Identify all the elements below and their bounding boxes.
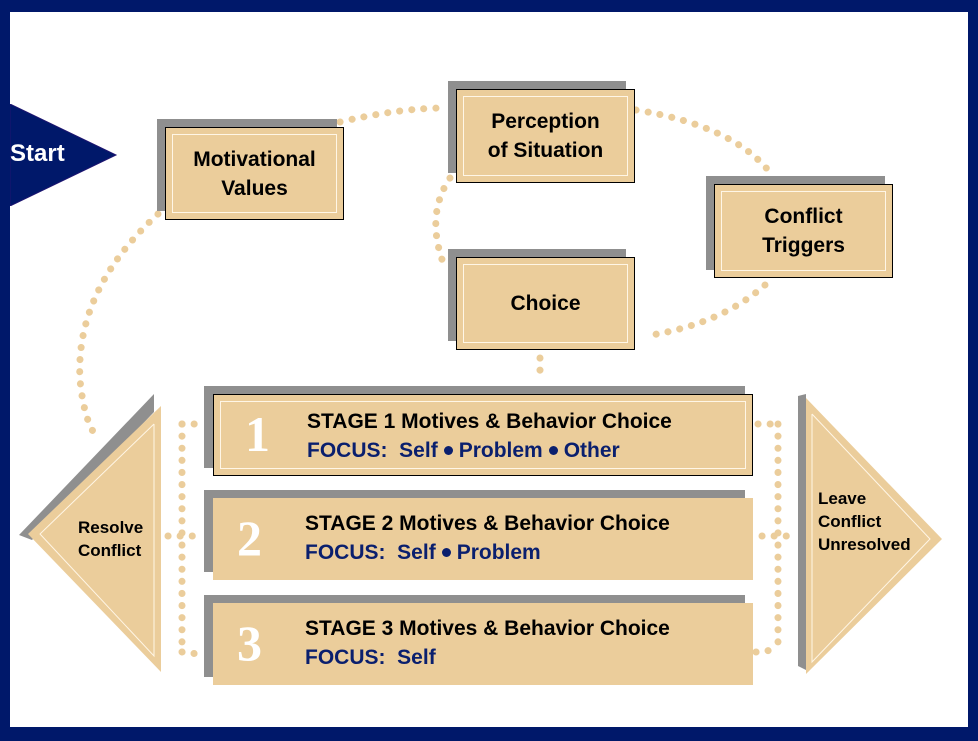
focus-label: FOCUS:	[305, 646, 386, 669]
node-label-line2: Values	[221, 176, 288, 200]
label-line2: Conflict	[78, 541, 142, 560]
focus-item: Problem	[456, 541, 541, 564]
stage-title: STAGE 3 Motives & Behavior Choice	[305, 617, 670, 640]
stage-focus: FOCUS: Self	[305, 646, 436, 670]
label-line1: Resolve	[78, 518, 144, 537]
connector-motivational-to-resolve	[76, 210, 162, 440]
node-choice: Choice	[456, 257, 635, 350]
connector-triggers-to-choice	[641, 281, 769, 340]
leave-conflict-unresolved-label: Leave Conflict Unresolved	[818, 487, 911, 556]
node-label-line1: Perception	[491, 110, 600, 133]
focus-item: Self	[397, 646, 436, 669]
bullet-icon	[548, 445, 558, 455]
focus-item: Self	[397, 541, 436, 564]
stage-number: 2	[237, 509, 262, 566]
stage-1-box: 1 STAGE 1 Motives & Behavior Choice FOCU…	[213, 394, 753, 476]
stage-focus: FOCUS: Self Problem Other	[307, 439, 620, 463]
label-line3: Unresolved	[818, 535, 911, 554]
focus-label: FOCUS:	[307, 439, 388, 462]
stage-number: 3	[237, 614, 262, 671]
leave-conflict-arrow-icon	[798, 394, 942, 674]
node-label-line2: Triggers	[762, 234, 845, 257]
node-label-line2: of Situation	[487, 139, 604, 162]
bullet-icon	[441, 547, 451, 557]
node-label: Choice	[463, 264, 628, 343]
stage-number: 1	[245, 405, 270, 462]
label-line1: Leave	[818, 489, 867, 508]
connector-perception-to-choice	[432, 174, 454, 269]
bullet-icon	[443, 445, 453, 455]
connector-perception-to-triggers	[632, 106, 772, 174]
label-line2: Conflict	[818, 512, 882, 531]
focus-label: FOCUS:	[305, 541, 386, 564]
start-arrow-icon	[10, 104, 118, 206]
stage-2-box: 2 STAGE 2 Motives & Behavior Choice FOCU…	[213, 498, 753, 580]
stage-3-box: 3 STAGE 3 Motives & Behavior Choice FOCU…	[213, 603, 753, 685]
node-perception-of-situation: Perception of Situation	[456, 89, 635, 183]
node-label-line1: Conflict	[764, 205, 843, 228]
focus-item: Self	[399, 439, 438, 462]
stage-title: STAGE 1 Motives & Behavior Choice	[307, 410, 672, 433]
start-label: Start	[10, 140, 65, 167]
stage-focus: FOCUS: Self Problem	[305, 541, 541, 565]
focus-item: Other	[563, 439, 620, 462]
resolve-conflict-label: Resolve Conflict	[78, 516, 143, 562]
connector-leave-stage3	[752, 642, 782, 656]
connector-motivational-to-perception	[336, 104, 449, 126]
connector-resolve-stage3	[178, 648, 202, 658]
focus-item: Problem	[458, 439, 543, 462]
stage-title: STAGE 2 Motives & Behavior Choice	[305, 512, 670, 535]
resolve-conflict-arrow-icon	[19, 394, 161, 672]
node-label-line1: Motivational	[193, 147, 316, 171]
